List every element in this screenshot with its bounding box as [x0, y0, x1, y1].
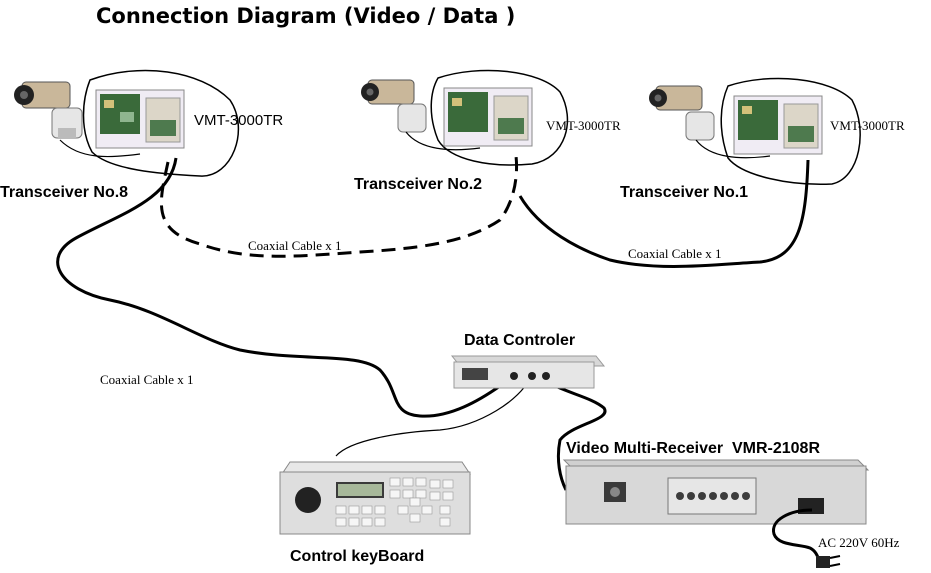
pan-tilt-icon [397, 103, 427, 133]
keyboard-wire [335, 377, 531, 457]
data-controller-label: Data Controler [464, 332, 576, 349]
video-receiver-device [562, 459, 870, 525]
transceiver-2-label: Transceiver No.2 [354, 176, 483, 193]
receiver-label: Video Multi-Receiver VMR-2108R [566, 440, 821, 457]
transceiver-1-label: Transceiver No.1 [620, 184, 749, 201]
coax-cable-8-to-controller [56, 157, 516, 418]
dashed-cable-label: Coaxial Cable x 1 [248, 238, 342, 253]
bnc-connector-row [676, 492, 750, 500]
transceiver-1-model: VMT-3000TR [830, 118, 905, 133]
diagram-title: Connection Diagram (Video / Data ) [96, 4, 516, 28]
transceiver-board-icon [95, 89, 185, 149]
bnc-connector-icon [510, 372, 518, 380]
transceiver-2-group [361, 69, 569, 166]
transceiver-board-icon [443, 87, 533, 147]
transceiver-8-group [14, 69, 240, 177]
bnc-connector-icon [542, 372, 550, 380]
camera-icon [14, 81, 71, 109]
coax-cable-2-to-1 [518, 159, 810, 268]
joystick-icon [295, 487, 321, 513]
camera-icon [361, 79, 415, 105]
power-plug-icon [816, 555, 841, 568]
bnc-connector-icon [610, 487, 620, 497]
coax-controller-to-receiver [541, 376, 607, 491]
transceiver-8-model: VMT-3000TR [194, 112, 284, 129]
pan-tilt-icon [51, 107, 83, 139]
control-keyboard-device [279, 461, 471, 535]
transceiver-2-model: VMT-3000TR [546, 118, 621, 133]
power-label: AC 220V 60Hz [818, 535, 900, 550]
transceiver-8-label: Transceiver No.8 [0, 184, 129, 201]
bnc-connector-icon [528, 372, 536, 380]
data-controller-device [450, 355, 606, 389]
keyboard-label: Control keyBoard [290, 548, 425, 565]
right-cable-label: Coaxial Cable x 1 [628, 246, 722, 261]
camera-icon [649, 85, 703, 111]
transceiver-board-icon [733, 95, 823, 155]
transceiver-1-group [649, 77, 861, 186]
dashed-coax-cable [159, 155, 519, 258]
left-cable-label: Coaxial Cable x 1 [100, 372, 194, 387]
pan-tilt-icon [685, 111, 715, 141]
